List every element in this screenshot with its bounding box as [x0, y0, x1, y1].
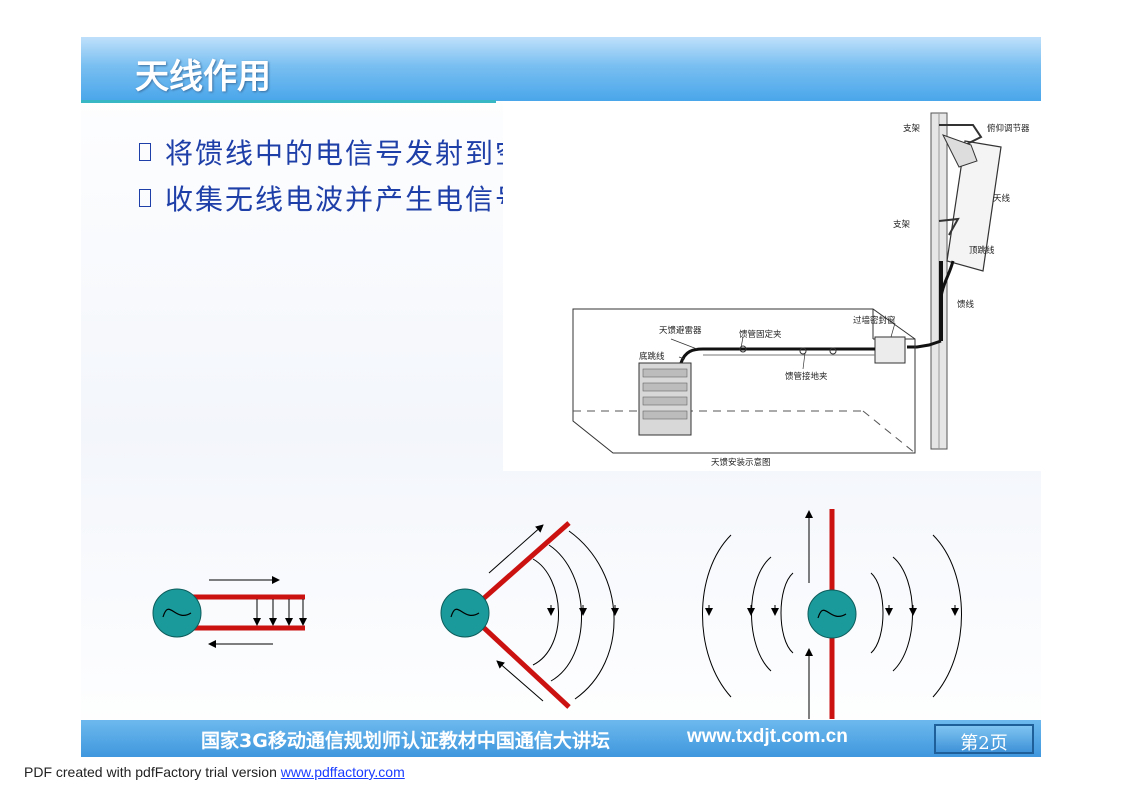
- diagram-caption: 天馈安装示意图: [711, 457, 771, 468]
- transmission-line-diagram: [152, 576, 307, 648]
- page-number-badge: 第2页: [934, 724, 1034, 754]
- title-bar: 天线作用: [81, 37, 1041, 101]
- footer-bar: 国家3G移动通信规划师认证教材中国通信大讲坛 www.txdjt.com.cn …: [81, 720, 1041, 757]
- label-ground-clamp: 馈管接地夹: [785, 371, 828, 382]
- label-jumper-top: 顶跳线: [969, 245, 995, 256]
- bullet-marker-icon: [139, 189, 151, 207]
- bullet-item: 收集无线电波并产生电信号: [139, 175, 555, 221]
- tilt-adjuster: [941, 134, 978, 168]
- bracket-bottom: [938, 217, 960, 236]
- flared-line-diagram: [440, 521, 619, 709]
- label-wall-seal: 过墙密封窗: [853, 315, 896, 326]
- page-title: 天线作用: [135, 57, 271, 97]
- label-feeder: 馈线: [957, 299, 975, 310]
- antenna-panel: [946, 140, 1002, 272]
- pdf-note-text: PDF created with pdfFactory trial versio…: [24, 764, 281, 780]
- bullet-item: 将馈线中的电信号发射到空间: [139, 129, 555, 175]
- label-surge-protector: 天馈避雷器: [659, 325, 702, 336]
- wall-seal-window: [874, 336, 906, 364]
- slide: 天线作用 将馈线中的电信号发射到空间 收集无线电波并产生电信号: [81, 37, 1041, 757]
- label-antenna: 天线: [993, 193, 1011, 204]
- bullet-text: 将馈线中的电信号发射到空间: [165, 137, 556, 170]
- pdf-watermark-note: PDF created with pdfFactory trial versio…: [24, 764, 405, 780]
- bullet-list: 将馈线中的电信号发射到空间 收集无线电波并产生电信号: [139, 129, 555, 221]
- dipole-diagram: [702, 509, 962, 719]
- label-tilt-adjuster: 俯仰调节器: [987, 123, 1030, 134]
- antenna-installation-diagram: 支架 俯仰调节器 天线 支架 顶跳线 馈线 过墙密封窗 天馈避雷器 馈管固定夹 …: [503, 101, 1041, 471]
- label-cable-clamp: 馈管固定夹: [739, 329, 782, 340]
- bullet-marker-icon: [139, 143, 151, 161]
- pdf-note-link[interactable]: www.pdffactory.com: [280, 764, 405, 780]
- radiation-diagrams: [152, 509, 962, 719]
- indoor-feeder: [679, 347, 875, 364]
- title-underline: [81, 100, 496, 103]
- bracket-top: [939, 124, 983, 146]
- label-bracket-top: 支架: [903, 123, 921, 134]
- label-jumper-bottom: 底跳线: [639, 351, 665, 362]
- footer-site: www.txdjt.com.cn: [687, 726, 848, 747]
- bullet-text: 收集无线电波并产生电信号: [165, 183, 526, 216]
- page-number: 第2页: [960, 733, 1008, 754]
- label-bracket-bottom: 支架: [893, 219, 911, 230]
- footer-text: 国家3G移动通信规划师认证教材中国通信大讲坛: [201, 730, 610, 752]
